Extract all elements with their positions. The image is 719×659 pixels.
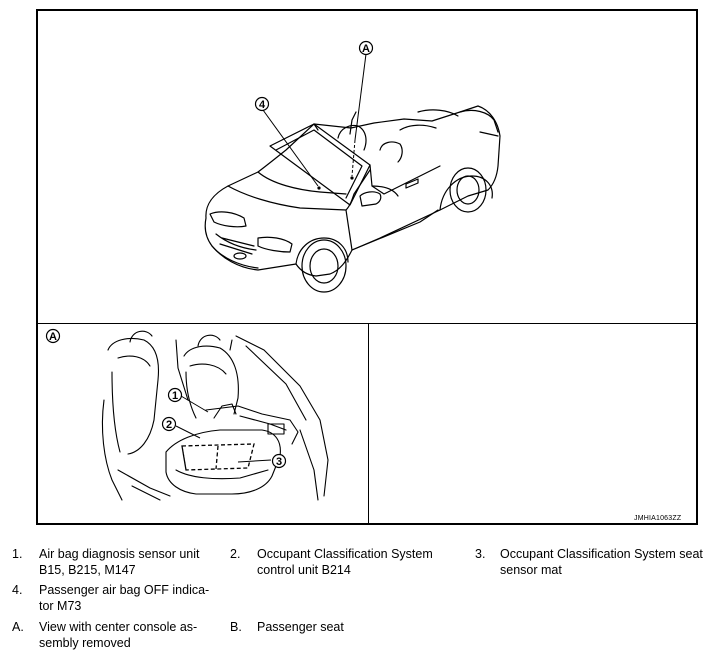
legend-number: 4.	[12, 583, 23, 597]
callout-2: 2	[161, 416, 177, 432]
svg-text:4: 4	[259, 99, 266, 111]
figure-id: JMHIA1063ZZ	[634, 515, 682, 522]
panel-divider-horizontal	[36, 323, 698, 324]
svg-text:1: 1	[172, 390, 178, 402]
legend-number: A.	[12, 620, 24, 634]
callout-a-panel: A	[45, 328, 61, 344]
svg-text:A: A	[362, 43, 370, 55]
seat-illustration	[101, 330, 329, 501]
legend-text: View with center console as-sembly remov…	[39, 620, 198, 650]
legend-text: Passenger seat	[257, 620, 344, 634]
callout-1-leader	[180, 395, 209, 413]
legend-number: 1.	[12, 547, 23, 561]
callout-3: 3	[271, 453, 287, 469]
diagram-frame	[36, 9, 698, 525]
svg-text:A: A	[49, 331, 57, 343]
legend-number: B.	[230, 620, 242, 634]
svg-text:3: 3	[276, 456, 282, 468]
callout-a-leader	[354, 53, 367, 141]
legend-number: 3.	[475, 547, 486, 561]
callout-4: 4	[254, 96, 270, 112]
callout-a-top: A	[358, 40, 374, 56]
car-illustration	[204, 105, 501, 293]
svg-text:2: 2	[166, 419, 172, 431]
panel-divider-vertical	[368, 323, 369, 525]
sensor-mat-outline	[181, 443, 255, 471]
callout-4-leader	[262, 109, 319, 187]
legend-item-4: 4. Passenger air bag OFF indica-tor M73	[12, 582, 222, 616]
legend-text: Passenger air bag OFF indica-tor M73	[39, 583, 210, 613]
callout-2-leader	[175, 425, 201, 439]
legend-item-a: A. View with center console as-sembly re…	[12, 619, 222, 653]
callout-1: 1	[167, 387, 183, 403]
legend-number: 2.	[230, 547, 241, 561]
callout-4-point	[317, 186, 321, 190]
callout-3-leader	[237, 459, 272, 463]
legend-item-b: B. Passenger seat	[230, 619, 470, 637]
callout-a-point	[350, 176, 354, 180]
callout-a-leader-dashed	[351, 139, 356, 177]
